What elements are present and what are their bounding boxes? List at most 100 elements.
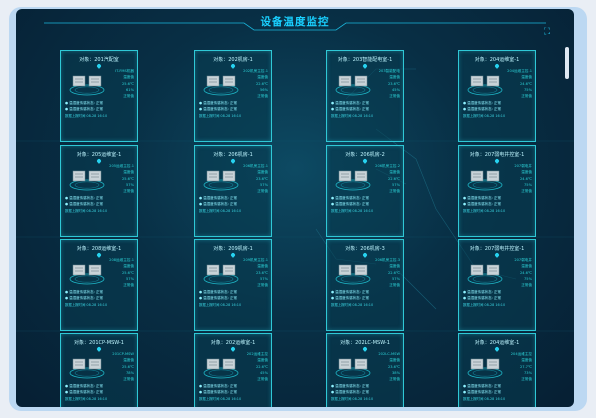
card-title: 对象：202运维室-1 <box>210 340 256 346</box>
humidity-value: 45% <box>392 87 400 92</box>
server-rack-icon <box>203 259 239 285</box>
sensor-status-line: ● 温湿度传感状态: 正常 <box>463 101 501 105</box>
temperature-value: 25.6℃ <box>121 81 134 86</box>
temp-label: 温度值 <box>389 75 400 80</box>
card-title: 对象：207弱电井控室-1 <box>469 152 525 158</box>
temp-label: 温度值 <box>123 264 134 269</box>
device-model: 208运维主控-1 <box>109 258 134 262</box>
state-value: 正常值 <box>521 377 532 382</box>
state-value: 正常值 <box>389 377 400 382</box>
temperature-value: 27.7℃ <box>519 364 532 369</box>
humidity-value: 38% <box>392 370 400 375</box>
humidity-value: 75% <box>524 276 532 281</box>
report-time: 数据上报时间 08-28 16:10 <box>331 303 374 307</box>
state-value: 正常值 <box>521 189 532 194</box>
server-rack-icon <box>467 70 503 96</box>
temp-label: 温度值 <box>123 75 134 80</box>
temperature-value: 23.6℃ <box>255 176 268 181</box>
sensor-status-line: ● 温湿度传感状态: 正常 <box>331 296 369 300</box>
sensor-readings: 202运维主控 温度值 22.6℃ 45% 正常值 <box>234 351 268 382</box>
server-rack-icon <box>69 70 105 96</box>
sensor-readings: 202机房主控-1 温度值 22.6℃ 56% 正常值 <box>234 68 268 99</box>
report-time: 数据上报时间 08-28 16:10 <box>199 303 242 307</box>
state-value: 正常值 <box>257 283 268 288</box>
temp-label: 温度值 <box>123 358 134 363</box>
monitor-screen: 设备温度监控 ⛶ 对象：201汽配室 IT-FMS机器 温度值 25.6℃ 61… <box>16 9 574 407</box>
sensor-status-line: ● 温湿度传感状态: 正常 <box>331 101 369 105</box>
server-rack-icon <box>467 353 503 379</box>
device-card[interactable]: 对象：201CP-MSW-1 201CP-MSW 温度值 25.6℃ 78% 正… <box>60 333 138 407</box>
device-card[interactable]: 对象：205运维室-1 205运维主控-1 温度值 25.6℃ 57% 正常值 … <box>60 145 138 237</box>
report-time: 数据上报时间 08-28 16:10 <box>331 114 374 118</box>
report-time: 数据上报时间 08-28 16:10 <box>463 209 506 213</box>
sensor-status-line: ● 温湿度传感状态: 正常 <box>199 290 237 294</box>
report-time: 数据上报时间 08-28 16:10 <box>331 397 374 401</box>
sensor-readings: 203智能配电 温度值 23.6℃ 45% 正常值 <box>366 68 400 99</box>
card-title: 对象：208运维室-1 <box>76 246 122 252</box>
state-value: 正常值 <box>123 283 134 288</box>
temp-label: 温度值 <box>521 264 532 269</box>
device-card[interactable]: 对象：209机房-1 209机房主控-1 温度值 23.6℃ 57% 正常值 ●… <box>194 239 272 331</box>
temp-label: 温度值 <box>389 358 400 363</box>
sensor-status-line: ● 温湿度传感状态: 正常 <box>463 290 501 294</box>
device-card[interactable]: 对象：207弱电井控室-1 207弱电井 温度值 24.6℃ 75% 正常值 ●… <box>458 239 536 331</box>
sensor-status-line: ● 温湿度传感状态: 正常 <box>65 290 103 294</box>
server-rack-icon <box>335 70 371 96</box>
card-title: 对象：206机房-2 <box>345 152 385 158</box>
server-rack-icon <box>203 70 239 96</box>
humidity-value: 45% <box>260 370 268 375</box>
device-card[interactable]: 对象：206机房-3 206机房主控-3 温度值 22.6℃ 57% 正常值 ●… <box>326 239 404 331</box>
device-card[interactable]: 对象：204运维室-1 204运维主控 温度值 27.7℃ 73% 正常值 ● … <box>458 333 536 407</box>
temperature-value: 24.6℃ <box>519 81 532 86</box>
device-card[interactable]: 对象：201汽配室 IT-FMS机器 温度值 25.6℃ 61% 正常值 ● 温… <box>60 50 138 142</box>
device-model: 204运维主控 <box>510 352 532 356</box>
server-rack-icon <box>69 353 105 379</box>
device-model: 203智能配电 <box>378 69 400 73</box>
report-time: 数据上报时间 08-28 16:10 <box>65 209 108 213</box>
sensor-readings: 207弱电井 温度值 24.6℃ 75% 正常值 <box>498 257 532 288</box>
sensor-readings: 202LC-MSW 温度值 23.6℃ 38% 正常值 <box>366 351 400 382</box>
sensor-readings: 206机房主控-3 温度值 22.6℃ 57% 正常值 <box>366 257 400 288</box>
state-value: 正常值 <box>123 189 134 194</box>
state-value: 正常值 <box>123 377 134 382</box>
sensor-readings: 209机房主控-1 温度值 23.6℃ 57% 正常值 <box>234 257 268 288</box>
device-card[interactable]: 对象：203智能配电室-1 203智能配电 温度值 23.6℃ 45% 正常值 … <box>326 50 404 142</box>
sensor-status-line: ● 温湿度传感状态: 正常 <box>65 196 103 200</box>
report-time: 数据上报时间 08-28 16:10 <box>199 209 242 213</box>
report-time: 数据上报时间 08-28 16:10 <box>65 114 108 118</box>
sensor-status-line: ● 温湿度传感状态: 正常 <box>65 202 103 206</box>
device-card[interactable]: 对象：208运维室-1 208运维主控-1 温度值 25.6℃ 57% 正常值 … <box>60 239 138 331</box>
device-card[interactable]: 对象：206机房-1 206机房主控-1 温度值 23.6℃ 57% 正常值 ●… <box>194 145 272 237</box>
state-value: 正常值 <box>257 94 268 99</box>
humidity-value: 57% <box>260 182 268 187</box>
temp-label: 温度值 <box>389 264 400 269</box>
device-card[interactable]: 对象：202运维室-1 202运维主控 温度值 22.6℃ 45% 正常值 ● … <box>194 333 272 407</box>
card-title: 对象：209机房-1 <box>213 246 253 252</box>
sensor-status-line: ● 温湿度传感状态: 正常 <box>199 384 237 388</box>
device-card[interactable]: 对象：202机房-1 202机房主控-1 温度值 22.6℃ 56% 正常值 ●… <box>194 50 272 142</box>
sensor-status-line: ● 温湿度传感状态: 正常 <box>65 390 103 394</box>
temperature-value: 22.6℃ <box>387 270 400 275</box>
server-rack-icon <box>203 165 239 191</box>
expand-icon[interactable]: ⛶ <box>543 27 551 37</box>
sensor-status-line: ● 温湿度传感状态: 正常 <box>331 390 369 394</box>
device-card[interactable]: 对象：206机房-2 206机房主控-2 温度值 22.6℃ 57% 正常值 ●… <box>326 145 404 237</box>
vertical-scrollbar[interactable] <box>565 47 569 79</box>
device-model: 205运维主控-1 <box>109 164 134 168</box>
device-model: 207弱电井 <box>514 164 532 168</box>
device-card[interactable]: 对象：204运维室-1 204运维主控-1 温度值 24.6℃ 75% 正常值 … <box>458 50 536 142</box>
humidity-value: 78% <box>126 370 134 375</box>
temperature-value: 23.6℃ <box>387 364 400 369</box>
server-rack-icon <box>467 165 503 191</box>
title-frame-lines <box>44 22 546 31</box>
card-title: 对象：202机房-1 <box>213 57 253 63</box>
humidity-value: 61% <box>126 87 134 92</box>
sensor-status-line: ● 温湿度传感状态: 正常 <box>331 202 369 206</box>
device-card[interactable]: 对象：207弱电井控室-1 207弱电井 温度值 24.6℃ 75% 正常值 ●… <box>458 145 536 237</box>
device-model: 202机房主控-1 <box>243 69 268 73</box>
humidity-value: 57% <box>392 276 400 281</box>
sensor-status-line: ● 温湿度传感状态: 正常 <box>463 296 501 300</box>
sensor-status-line: ● 温湿度传感状态: 正常 <box>65 107 103 111</box>
device-model: 207弱电井 <box>514 258 532 262</box>
device-card[interactable]: 对象：202LC-MSW-1 202LC-MSW 温度值 23.6℃ 38% 正… <box>326 333 404 407</box>
